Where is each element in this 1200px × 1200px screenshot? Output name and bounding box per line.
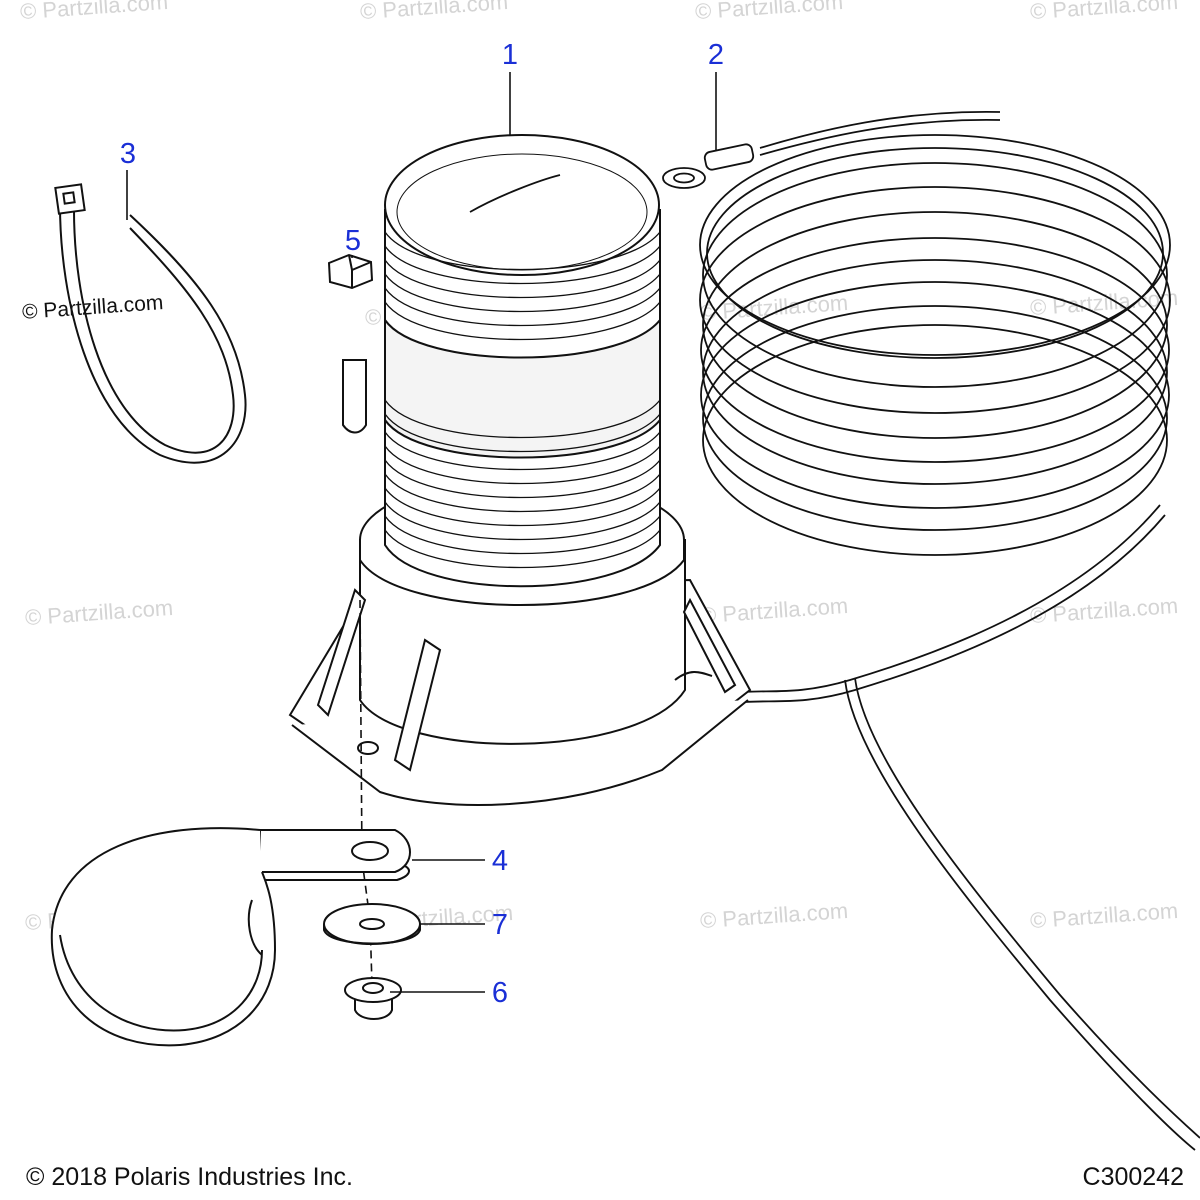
callout-5[interactable]: 5 (344, 225, 362, 257)
diagram-code: C300242 (1082, 1163, 1184, 1191)
callout-4[interactable]: 4 (491, 845, 509, 877)
lens-ridges (384, 231, 661, 569)
copyright-notice: © 2018 Polaris Industries Inc. (26, 1163, 353, 1191)
mounting-clamp-icon (50, 827, 411, 1047)
callout-2[interactable]: 2 (707, 39, 725, 71)
flange-nut-icon (344, 977, 402, 1020)
leader-lines (126, 72, 717, 993)
cable-tie-icon (54, 183, 247, 464)
callout-6[interactable]: 6 (491, 977, 509, 1009)
callout-7[interactable]: 7 (491, 909, 509, 941)
assembly-line (359, 599, 373, 986)
callout-3[interactable]: 3 (119, 138, 137, 170)
washer-icon (323, 903, 421, 945)
hex-bolt-icon (327, 253, 374, 434)
callout-1[interactable]: 1 (501, 39, 519, 71)
coiled-wire-harness-icon (662, 110, 1200, 1151)
